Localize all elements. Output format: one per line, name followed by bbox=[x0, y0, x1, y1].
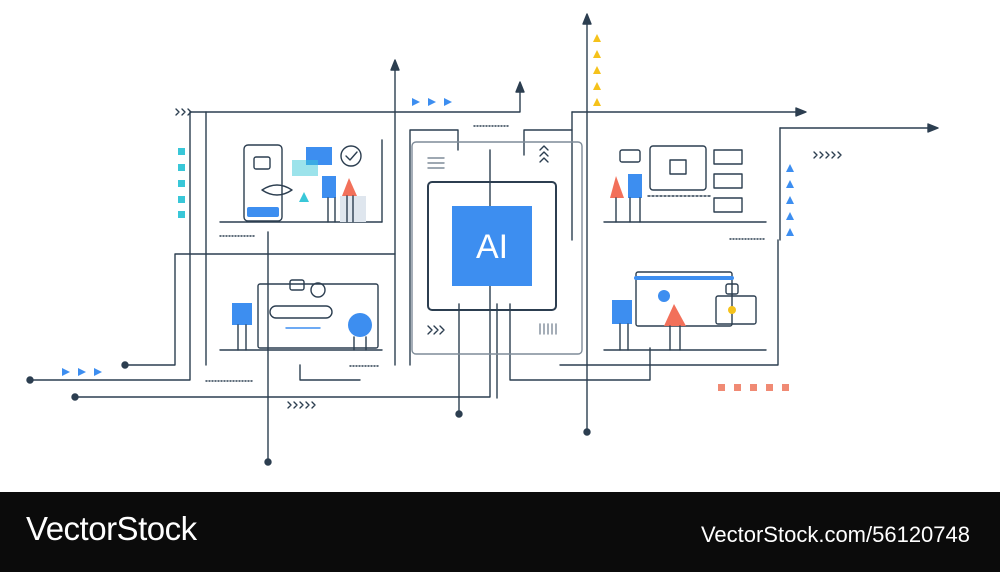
image-icon bbox=[713, 149, 743, 165]
watermark-footer: VectorStock VectorStock.com/56120748 bbox=[0, 492, 1000, 572]
image-id-url: VectorStock.com/56120748 bbox=[700, 522, 970, 547]
ai-chip-icon bbox=[452, 206, 532, 286]
robot-icon bbox=[253, 156, 271, 170]
play-icon bbox=[713, 173, 743, 189]
panel-ai-brain bbox=[603, 145, 767, 240]
ai-network-illustration: AI bbox=[26, 13, 939, 466]
vectorstock-logo: VectorStock bbox=[26, 510, 197, 547]
robot-icon bbox=[289, 279, 305, 291]
circuit-brain-icon bbox=[669, 159, 687, 175]
panel-media bbox=[603, 271, 767, 351]
image-icon bbox=[715, 295, 757, 325]
check-circle-icon bbox=[340, 145, 362, 167]
magnifier-icon bbox=[269, 305, 333, 319]
ai-chip bbox=[411, 141, 583, 355]
chip-label: AI bbox=[476, 228, 508, 266]
panel-search bbox=[205, 279, 383, 382]
circuit-lines bbox=[26, 13, 939, 466]
colored-markers bbox=[62, 34, 794, 391]
panel-chat-robot bbox=[219, 139, 383, 237]
decorative-markers bbox=[175, 108, 842, 409]
robot-icon bbox=[725, 283, 739, 295]
play-icon bbox=[658, 290, 670, 302]
music-note-icon bbox=[713, 197, 743, 213]
